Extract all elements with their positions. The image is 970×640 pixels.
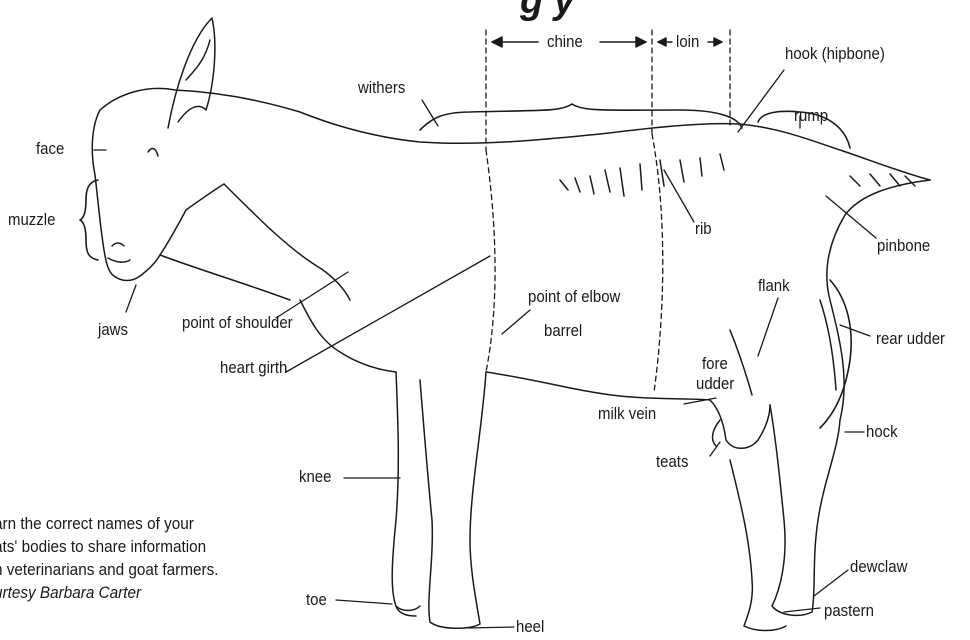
label-muzzle: muzzle (8, 210, 55, 230)
brackets (80, 104, 851, 428)
label-fore-udder-line1: fore (702, 354, 728, 374)
label-point-of-elbow: point of elbow (528, 287, 620, 307)
label-jaws: jaws (98, 320, 128, 340)
label-chine: chine (547, 32, 583, 52)
label-loin: loin (676, 32, 699, 52)
label-rib: rib (695, 219, 712, 239)
caption-line-3: h veterinarians and goat farmers. (0, 558, 264, 581)
label-hock: hock (866, 422, 898, 442)
label-barrel: barrel (544, 321, 582, 341)
label-point-of-shoulder: point of shoulder (182, 313, 293, 333)
caption-credit: urtesy Barbara Carter (0, 581, 264, 604)
label-hook-hipbone: hook (hipbone) (785, 44, 885, 64)
label-dewclaw: dewclaw (850, 557, 907, 577)
label-milk-vein: milk vein (598, 404, 656, 424)
label-pastern: pastern (824, 601, 874, 621)
label-flank: flank (758, 276, 790, 296)
label-heart-girth: heart girth (220, 358, 287, 378)
label-rump: rump (794, 106, 828, 126)
label-pinbone: pinbone (877, 236, 930, 256)
label-teats: teats (656, 452, 688, 472)
caption-line-2: ats' bodies to share information (0, 535, 264, 558)
caption: arn the correct names of your ats' bodie… (0, 512, 264, 604)
label-toe: toe (306, 590, 327, 610)
caption-line-1: arn the correct names of your (0, 512, 264, 535)
label-knee: knee (299, 467, 331, 487)
label-fore-udder-line2: udder (696, 374, 734, 394)
label-heel: heel (516, 617, 544, 637)
label-rear-udder: rear udder (876, 329, 945, 349)
label-withers: withers (358, 78, 405, 98)
measurement-lines (486, 30, 730, 392)
label-face: face (36, 139, 64, 159)
